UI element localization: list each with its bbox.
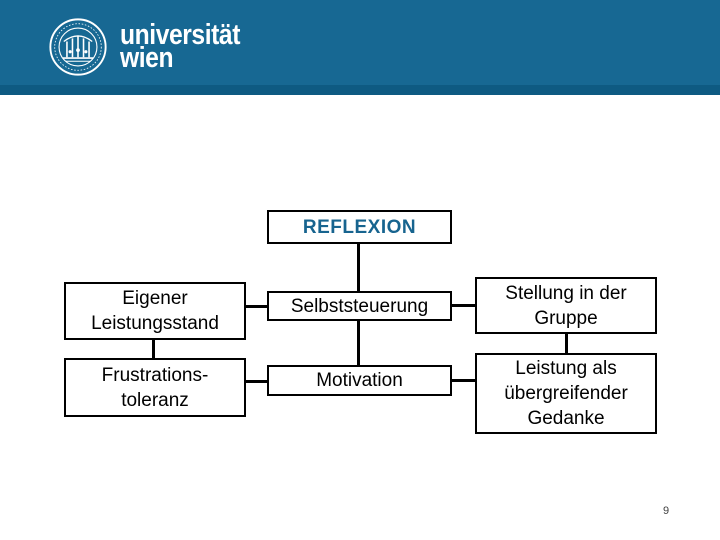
connector-selbststeuerung-to-motivation — [357, 321, 360, 365]
university-wordmark: universität wien — [120, 19, 240, 74]
university-seal-icon — [49, 18, 107, 76]
header-band: universität wien — [0, 0, 720, 95]
diagram-box-stellung-in-der-gruppe: Stellung in der Gruppe — [475, 277, 657, 334]
connector-root-to-selbststeuerung — [357, 244, 360, 291]
university-logo: universität wien — [48, 17, 261, 77]
connector-leistungsstand-to-selbststeuerung — [246, 305, 267, 308]
diagram-box-reflexion: REFLEXION — [267, 210, 452, 244]
connector-motivation-to-leistung — [452, 379, 475, 382]
connector-stellung-to-leistung — [565, 334, 568, 353]
wordmark-line-1: universität — [120, 19, 240, 51]
diagram-box-leistung-als-uebergreifender-gedanke: Leistung als übergreifender Gedanke — [475, 353, 657, 434]
diagram-box-eigener-leistungsstand: Eigener Leistungsstand — [64, 282, 246, 340]
wordmark-line-2: wien — [120, 42, 174, 74]
connector-leistungsstand-to-frustrationstoleranz — [152, 340, 155, 358]
diagram-box-motivation: Motivation — [267, 365, 452, 396]
connector-frustrationstoleranz-to-motivation — [246, 380, 267, 383]
page-number: 9 — [663, 505, 670, 517]
header-band-stripe — [0, 85, 720, 95]
connector-selbststeuerung-to-stellung — [452, 304, 475, 307]
diagram-box-selbststeuerung: Selbststeuerung — [267, 291, 452, 321]
diagram-box-frustrationstoleranz: Frustrations- toleranz — [64, 358, 246, 417]
